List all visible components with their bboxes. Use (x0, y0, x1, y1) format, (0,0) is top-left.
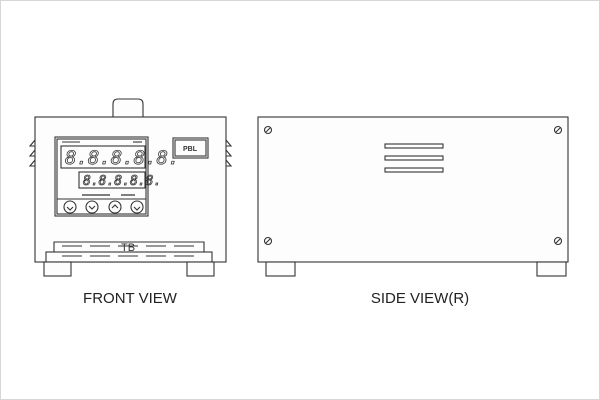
pbl-label: PBL (183, 146, 198, 153)
top-handle (112, 98, 144, 117)
vent-slots (384, 143, 444, 173)
side-body (257, 116, 569, 263)
base-plate (45, 251, 213, 263)
pbl-lamp (172, 137, 209, 159)
front-foot-right (186, 261, 215, 277)
tb-label: TB (121, 242, 135, 254)
right-fins (225, 139, 233, 167)
terminal-block: TB (45, 241, 213, 263)
main-display: 8.8.8.8.8. (65, 147, 179, 169)
screws (263, 125, 563, 246)
front-view-drawing: 8.8.8.8.8. 8.8.8.8.8. PBL TB (28, 98, 233, 277)
front-foot-left (43, 261, 72, 277)
controller-panel: 8.8.8.8.8. 8.8.8.8.8. (54, 136, 180, 217)
side-view-label: SIDE VIEW(R) (370, 290, 470, 307)
control-buttons (63, 200, 144, 214)
sub-display: 8.8.8.8.8. (83, 174, 161, 189)
side-foot-left (265, 261, 296, 277)
side-view-drawing (257, 116, 569, 277)
front-view-label: FRONT VIEW (83, 290, 177, 307)
front-body (34, 116, 227, 263)
left-fins (28, 139, 36, 167)
side-foot-right (536, 261, 567, 277)
